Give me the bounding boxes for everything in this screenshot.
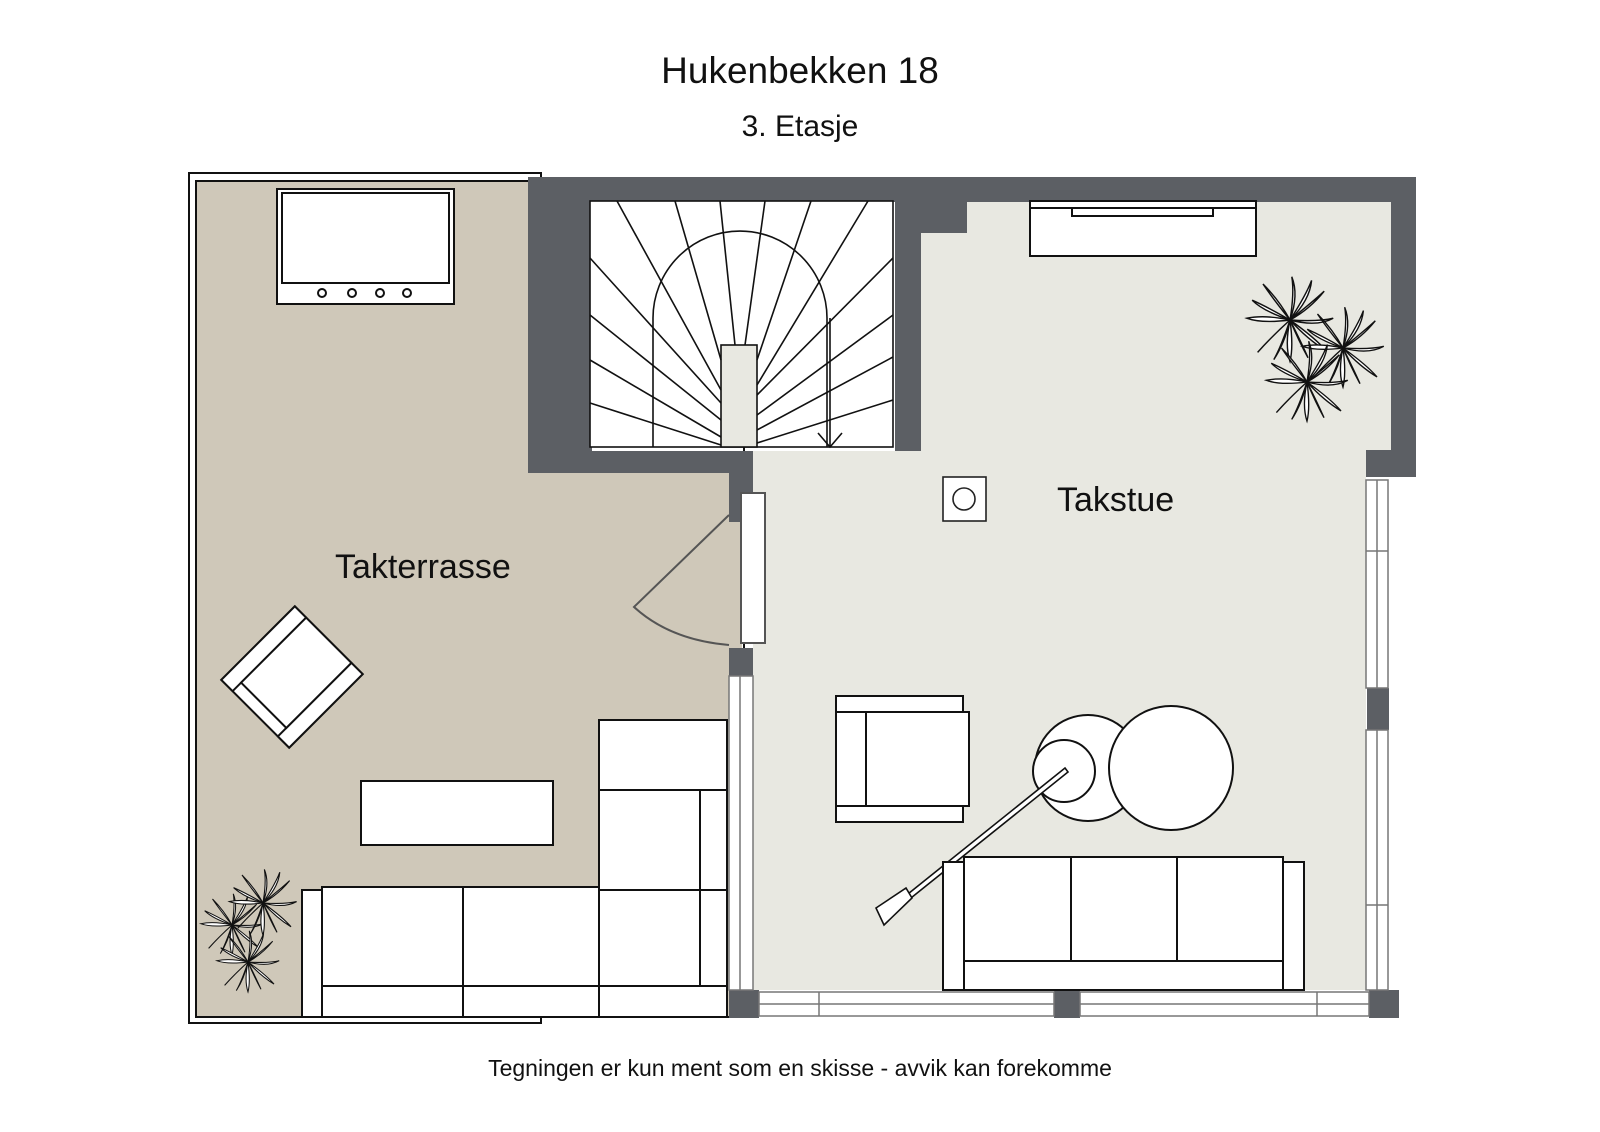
window-bottom[interactable] [758,991,1370,1017]
arrow-down-icon [817,318,843,449]
table-icon[interactable] [360,780,554,846]
disclaimer: Tegningen er kun ment som en skisse - av… [488,1055,1112,1081]
spiral-staircase-icon[interactable] [589,200,894,448]
corner-sofa-icon[interactable] [301,719,728,1018]
sofa-icon[interactable] [942,856,1305,991]
walls [528,177,1416,1018]
armchair-icon[interactable] [835,695,970,823]
room-label-takterrasse: Takterrasse [335,548,511,586]
plan-title: Hukenbekken 18 [661,50,939,91]
window-terrace[interactable] [728,675,754,991]
hot-tub-icon[interactable] [276,188,455,305]
stove-icon[interactable] [942,476,987,522]
armchair-icon[interactable] [219,604,365,750]
swing-door-icon[interactable] [632,492,766,646]
sideboard-icon[interactable] [1029,200,1257,257]
floor-subtitle: 3. Etasje [741,110,859,143]
round-table-icon[interactable] [1032,705,1234,831]
room-label-takstue: Takstue [1057,481,1175,519]
window-right[interactable] [1365,479,1389,991]
